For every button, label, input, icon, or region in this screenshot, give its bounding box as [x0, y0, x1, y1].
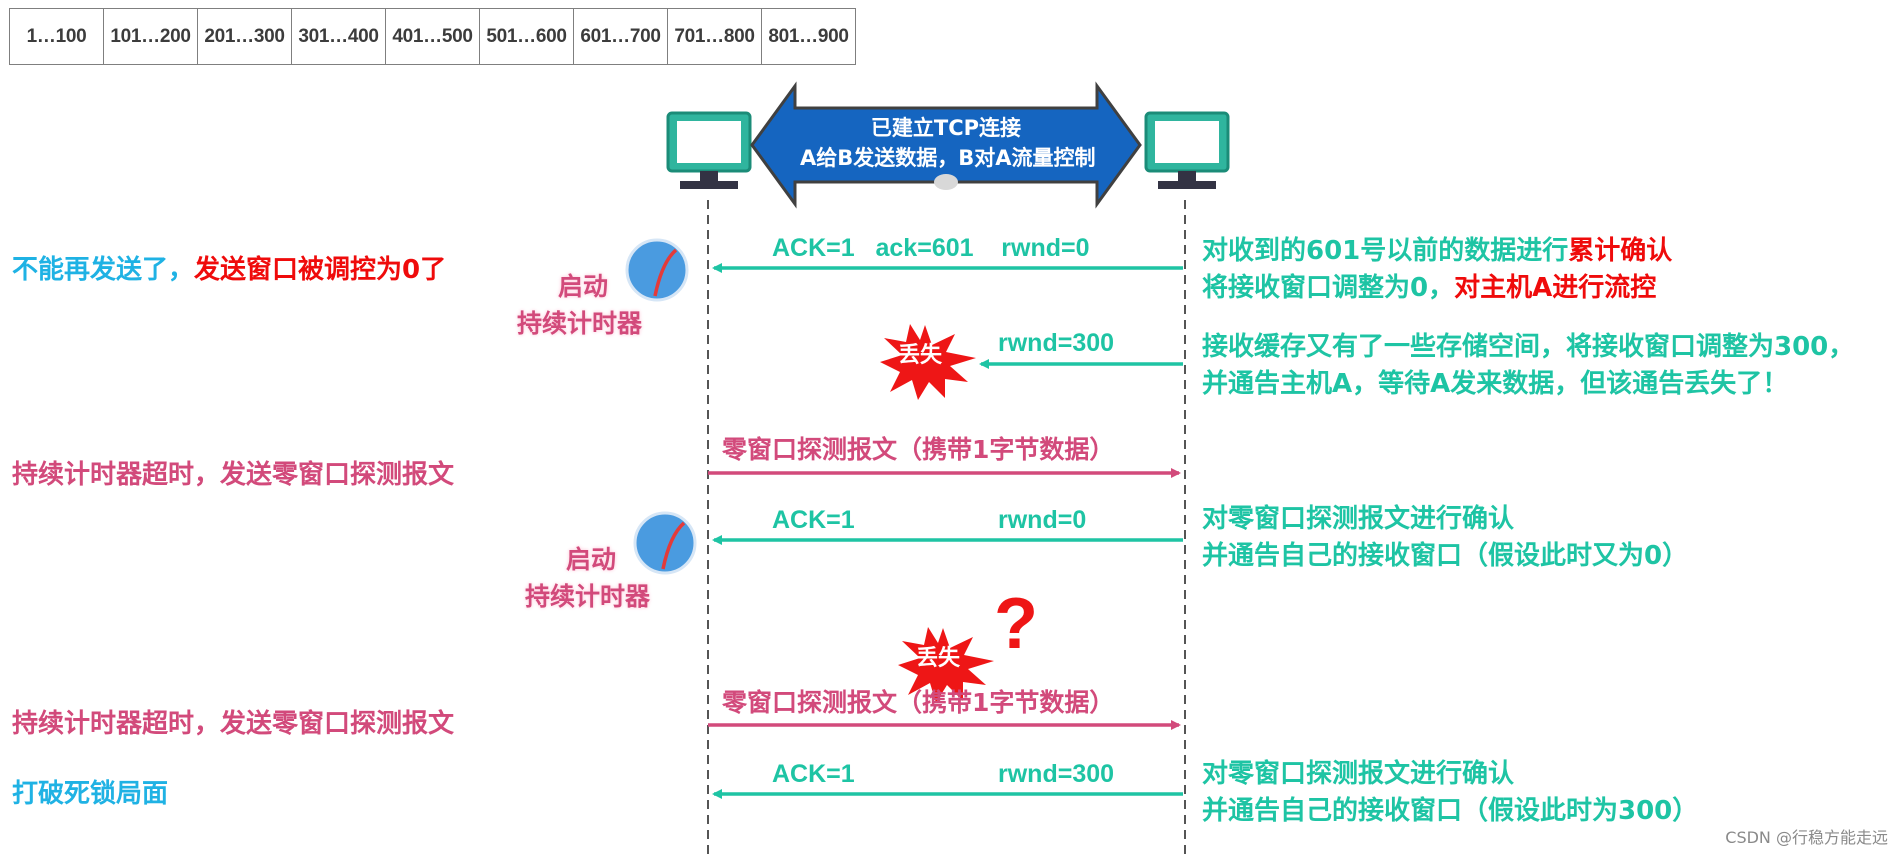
- host-a-label: A: [693, 118, 724, 165]
- ack-label-1: ACK=1 ack=601 rwnd=0: [772, 234, 1090, 262]
- right-note-4-line1: 对零窗口探测报文进行确认: [1202, 759, 1515, 789]
- flow-control-highlight: 对主机A进行流控: [1454, 273, 1657, 303]
- right-note-1-line1: 对收到的601号以前的数据进行累计确认: [1202, 238, 1672, 264]
- lost-label-1: 丢失: [898, 343, 943, 368]
- host-b-label: B: [1171, 118, 1202, 165]
- host-b-computer-icon: [1144, 111, 1230, 189]
- sequence-number-table: 1…100 101…200 201…300 301…400 401…500 50…: [9, 8, 856, 65]
- seq-cell: 301…400: [291, 8, 386, 65]
- seq-cell: 601…700: [573, 8, 668, 65]
- start-timer-label-2: 启动: [566, 545, 617, 574]
- seq-cell: 701…800: [667, 8, 762, 65]
- window-zero-adjust-text: 将接收窗口调整为0，: [1202, 273, 1455, 303]
- banner-knob: [934, 174, 958, 190]
- right-note-4-line2: 并通告自己的接收窗口（假设此时为300）: [1202, 796, 1699, 826]
- cumulative-ack-text: 对收到的601号以前的数据进行: [1202, 236, 1569, 266]
- break-deadlock-note: 打破死锁局面: [12, 779, 169, 809]
- right-note-2-line2: 并通告主机A，等待A发来数据，但该通告丢失了！: [1202, 369, 1789, 399]
- host-a-computer-icon: [666, 111, 752, 189]
- banner-line1: 已建立TCP连接: [870, 116, 1022, 140]
- seq-cell: 101…200: [103, 8, 198, 65]
- send-window-zero-note: 不能再发送了，发送窗口被调控为0了: [12, 257, 446, 283]
- timeout-note-1: 持续计时器超时，发送零窗口探测报文: [12, 460, 455, 490]
- clock-icon: [633, 511, 697, 575]
- lost-burst-2: [898, 627, 994, 703]
- right-note-3-line2: 并通告自己的接收窗口（假设此时又为0）: [1202, 541, 1689, 571]
- question-mark-icon: ?: [994, 584, 1038, 664]
- right-note-1-line2: 将接收窗口调整为0，对主机A进行流控: [1202, 275, 1656, 301]
- persist-timer-label-2: 持续计时器: [525, 582, 651, 611]
- timeout-note-2: 持续计时器超时，发送零窗口探测报文: [12, 709, 455, 739]
- ack-label-3b: rwnd=300: [998, 760, 1115, 788]
- lost-burst-1: [880, 324, 976, 400]
- start-timer-label-1: 启动: [558, 272, 609, 301]
- window-zero-text: 发送窗口被调控为0了: [194, 255, 447, 285]
- csdn-watermark: CSDN @行稳方能走远: [1725, 828, 1888, 847]
- ack-label-3a: ACK=1: [772, 760, 855, 788]
- ack-label-2a: ACK=1: [772, 506, 855, 534]
- lost-label-2: 丢失: [916, 646, 961, 671]
- seq-cell: 801…900: [761, 8, 856, 65]
- ack-label-2b: rwnd=0: [998, 506, 1087, 534]
- seq-cell: 1…100: [9, 8, 104, 65]
- sequence-number-row: 1…100 101…200 201…300 301…400 401…500 50…: [9, 8, 856, 65]
- banner-line2: A给B发送数据，B对A流量控制: [800, 146, 1096, 170]
- persist-timer-label-1: 持续计时器: [517, 309, 643, 338]
- connection-banner-arrow: [750, 81, 1142, 209]
- cannot-send-text: 不能再发送了，: [12, 255, 195, 285]
- clock-icon: [625, 238, 689, 302]
- right-note-2-line1: 接收缓存又有了一些存储空间，将接收窗口调整为300，: [1202, 332, 1855, 362]
- cumulative-ack-highlight: 累计确认: [1568, 236, 1673, 266]
- rwnd300-label: rwnd=300: [998, 329, 1115, 357]
- right-note-3-line1: 对零窗口探测报文进行确认: [1202, 504, 1515, 534]
- probe-label-2: 零窗口探测报文（携带1字节数据）: [722, 688, 1115, 717]
- probe-label-1: 零窗口探测报文（携带1字节数据）: [722, 435, 1115, 464]
